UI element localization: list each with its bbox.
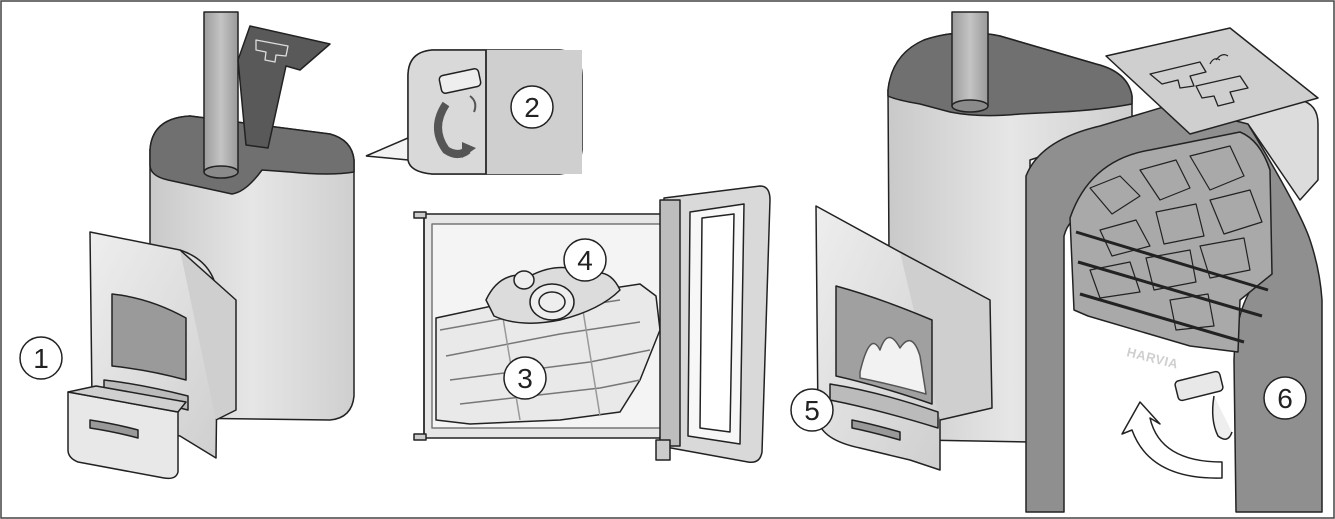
damper-handle (1174, 370, 1224, 402)
callout-2: 2 (510, 85, 554, 129)
callout-6: 6 (1263, 376, 1307, 420)
detail-inset (365, 49, 583, 175)
left-chimney-pipe (203, 11, 239, 173)
callout-4: 4 (563, 238, 607, 282)
left-stove (67, 11, 355, 480)
right-stove-lid (1105, 27, 1319, 135)
callout-5: 5 (790, 388, 834, 432)
left-stove-lid (237, 25, 331, 149)
rotation-arrow (1121, 401, 1223, 479)
right-chimney-pipe (951, 11, 989, 107)
callout-5-label: 5 (804, 395, 820, 426)
firebox-view (413, 185, 771, 464)
left-stove-top (149, 115, 355, 195)
left-ash-drawer (67, 391, 179, 480)
callout-3-label: 3 (517, 363, 533, 394)
callout-1: 1 (19, 336, 63, 380)
callout-6-label: 6 (1277, 383, 1293, 414)
right-stove-back-top (887, 32, 1133, 117)
callout-2-label: 2 (524, 92, 540, 123)
callout-4-label: 4 (577, 245, 593, 276)
right-stove: HARVIA (815, 11, 1323, 513)
callout-3: 3 (503, 356, 547, 400)
left-stove-window (111, 293, 187, 381)
fire-flames (859, 336, 927, 395)
callout-1-label: 1 (33, 343, 49, 374)
